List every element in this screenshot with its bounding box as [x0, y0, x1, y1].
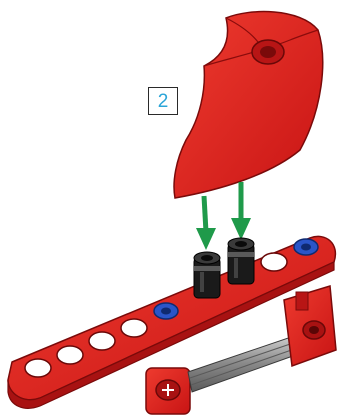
- step-number-box: 2: [148, 87, 178, 115]
- red-connector-left: [146, 368, 190, 414]
- black-friction-peg: [228, 238, 254, 284]
- green-arrow-icon: [196, 196, 216, 250]
- gray-axle-part: [188, 334, 304, 392]
- blue-connector-peg: [294, 239, 318, 255]
- blue-connector-peg: [154, 303, 178, 319]
- red-connector-right: [284, 286, 336, 366]
- black-friction-peg: [194, 252, 220, 298]
- red-axe-blade-part: [174, 12, 323, 198]
- step-number: 2: [158, 92, 169, 111]
- green-arrow-icon: [231, 182, 251, 240]
